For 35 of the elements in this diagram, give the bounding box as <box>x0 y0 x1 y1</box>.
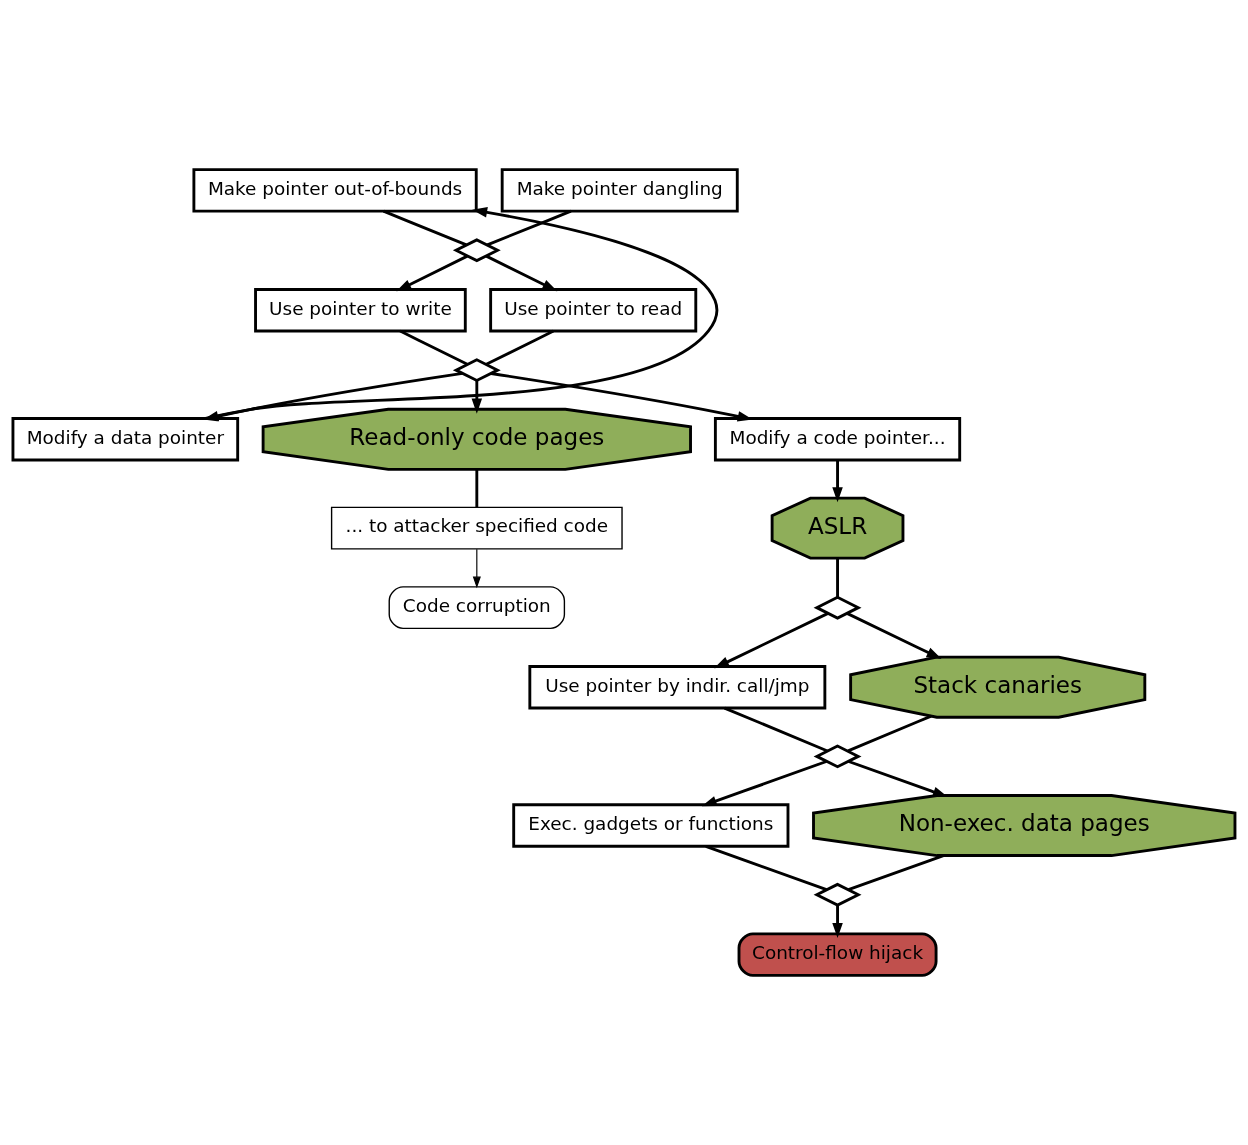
node-box: Make pointer dangling <box>500 168 739 213</box>
arrow <box>832 460 843 503</box>
node-box: Exec. gadgets or functions <box>512 803 790 848</box>
arrow <box>471 380 483 414</box>
connector <box>705 845 827 891</box>
arrow <box>396 254 468 292</box>
node-diamond <box>813 744 862 769</box>
node-box: Modify a code pointer... <box>713 417 962 462</box>
connector <box>399 329 468 366</box>
connector <box>847 854 944 891</box>
connector <box>475 469 479 508</box>
node-diamond <box>813 882 862 907</box>
connector <box>724 706 829 753</box>
arrow <box>846 612 942 659</box>
node-box: Use pointer to read <box>489 288 698 333</box>
node-box: Make pointer out-of-bounds <box>192 168 478 213</box>
node-box: Modify a data pointer <box>11 417 240 462</box>
node-diamond <box>813 595 862 620</box>
arrow <box>832 905 843 939</box>
arrow <box>701 760 827 807</box>
arrow <box>714 612 829 669</box>
arrow <box>485 254 558 292</box>
arrow <box>472 548 481 589</box>
connector <box>486 209 572 247</box>
node-box: Use pointer by indir. call/jmp <box>528 665 827 710</box>
connector <box>382 209 467 247</box>
connector <box>847 714 932 753</box>
connector <box>485 329 555 366</box>
node-diamond <box>452 358 501 383</box>
node-box: ... to attacker specified code <box>330 506 623 550</box>
node-diamond <box>452 238 501 263</box>
node-box: Control-flow hijack <box>737 932 938 977</box>
node-box: Code corruption <box>388 586 566 630</box>
connector <box>836 558 839 598</box>
node-box: Use pointer to write <box>254 288 467 333</box>
